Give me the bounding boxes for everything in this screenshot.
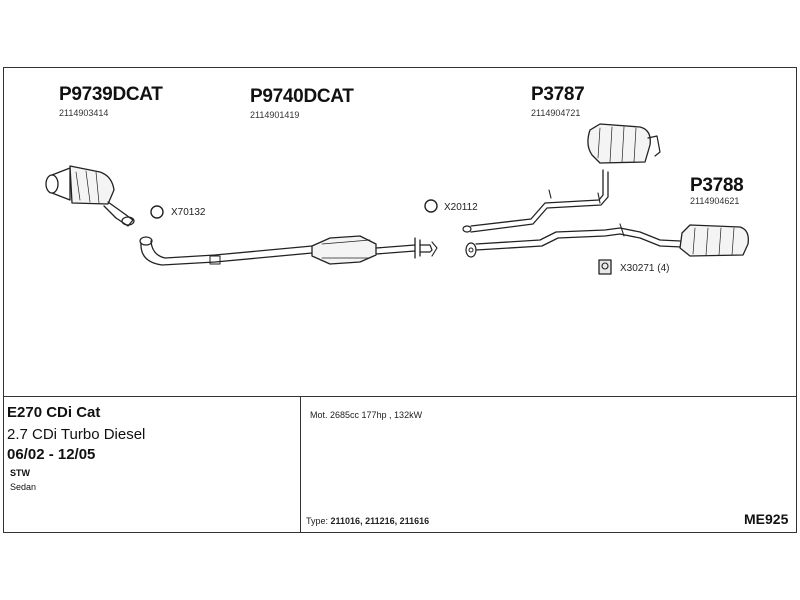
part-number-p9739dcat: P9739DCAT: [59, 84, 163, 105]
vehicle-years: 06/02 - 12/05: [7, 446, 96, 463]
body-type-sedan: Sedan: [10, 482, 37, 492]
motor-spec: Mot. 2685cc 177hp , 132kW: [310, 410, 423, 420]
diagram-code: ME925: [744, 511, 789, 527]
fitting-label-x30271: X30271 (4): [620, 263, 670, 274]
gasket-icon-x70132: [150, 205, 164, 219]
part-number-p3788: P3788: [690, 175, 744, 196]
vehicle-engine: 2.7 CDi Turbo Diesel: [7, 426, 146, 443]
front-catalytic-converter: [45, 165, 135, 227]
part-number-p3787: P3787: [531, 84, 585, 105]
type-values: 211016, 211216, 211616: [330, 516, 430, 526]
oe-number-p3787: 2114904721: [531, 108, 581, 118]
fitting-label-x20112: X20112: [444, 202, 478, 213]
rear-silencer-assembly: [465, 223, 749, 258]
oe-number-p9739dcat: 2114903414: [59, 108, 109, 118]
gasket-icon-x20112: [424, 199, 438, 213]
rubber-mount-icon-x30271: [598, 259, 612, 275]
info-column-divider: [300, 396, 301, 533]
front-pipe-with-catalyst: [139, 235, 438, 266]
oe-number-p9740dcat: 2114901419: [250, 110, 300, 120]
body-type-stw: STW: [10, 468, 30, 478]
oe-number-p3788: 2114904621: [690, 196, 740, 206]
fitting-label-x70132: X70132: [171, 207, 206, 218]
type-line: Type: 211016, 211216, 211616: [306, 516, 429, 526]
info-divider: [3, 396, 797, 397]
type-label: Type:: [306, 516, 329, 526]
part-number-p9740dcat: P9740DCAT: [250, 86, 354, 107]
vehicle-model: E270 CDi Cat: [7, 404, 101, 421]
centre-silencer-assembly: [462, 123, 661, 233]
diagram-frame: [3, 67, 797, 533]
